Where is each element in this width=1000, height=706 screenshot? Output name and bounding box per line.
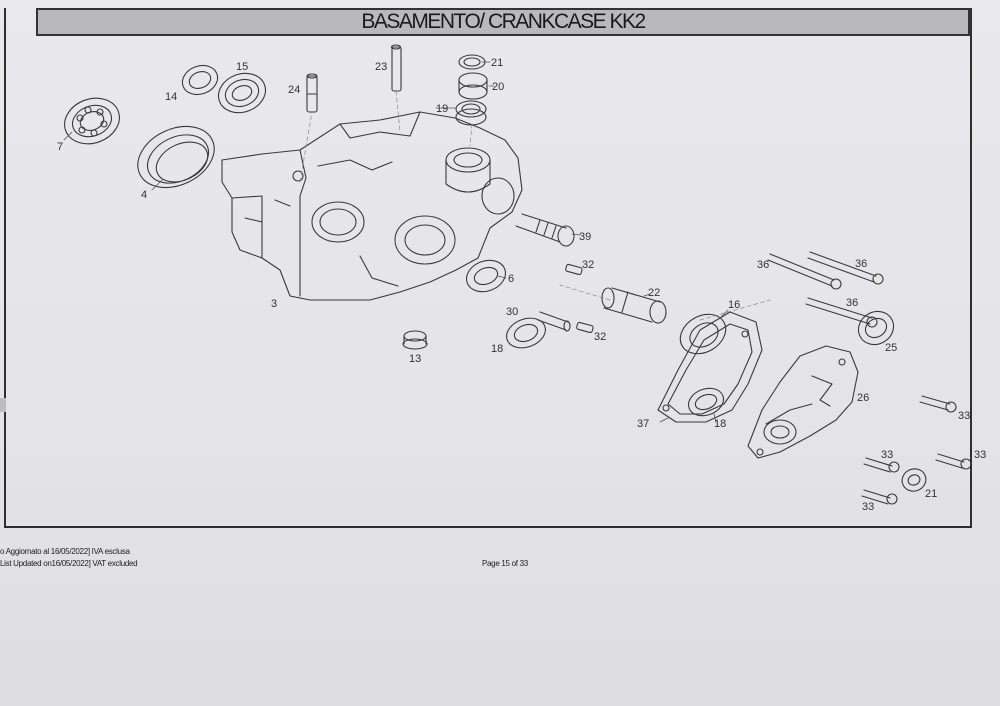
page-number: Page 15 of 33	[482, 559, 528, 568]
callout-16: 16	[728, 299, 740, 311]
callout-19: 19	[436, 103, 448, 115]
bearing-14-part	[181, 64, 219, 96]
screw-33d-part	[861, 489, 898, 505]
seal-18b-part	[687, 387, 725, 417]
bearing-7-part	[64, 97, 120, 145]
bush-22-part	[601, 287, 667, 324]
callout-32a: 32	[582, 259, 594, 271]
seal-16-part	[679, 313, 727, 355]
callout-32b: 32	[594, 331, 606, 343]
crankcase-3-part	[221, 111, 523, 301]
title-bar: BASAMENTO/ CRANKCASE KK2	[36, 8, 970, 36]
dowel-24-part	[306, 73, 318, 113]
bolt-36c-part	[805, 297, 878, 328]
seal-25-part	[857, 310, 895, 346]
bush-20-part	[458, 72, 488, 100]
callout-4: 4	[141, 189, 147, 201]
callout-21b: 21	[925, 488, 937, 500]
plug-13-part	[402, 330, 428, 350]
callout-18a: 18	[491, 343, 503, 355]
callout-18b: 18	[714, 418, 726, 430]
callout-7: 7	[57, 141, 63, 153]
bearing-19-part	[455, 100, 487, 126]
screw-33b-part	[863, 457, 900, 473]
cover-26-part	[747, 345, 859, 459]
callout-36a: 36	[757, 259, 769, 271]
screw-33c-part	[935, 453, 972, 470]
callout-25: 25	[885, 342, 897, 354]
callout-33d: 33	[862, 501, 874, 513]
callout-13: 13	[409, 353, 421, 365]
drawing-frame	[4, 8, 972, 528]
seal-21b-part	[901, 468, 927, 492]
callout-22: 22	[648, 287, 660, 299]
page-title: BASAMENTO/ CRANKCASE KK2	[361, 10, 646, 33]
gasket-37-part	[657, 311, 763, 423]
pin-23-part	[390, 44, 402, 92]
screw-33a-part	[919, 395, 957, 413]
shaft-39-part	[515, 213, 575, 247]
seal-4-part	[137, 125, 215, 189]
callout-39: 39	[579, 231, 591, 243]
pin-32b-part	[576, 321, 594, 334]
bolt-36a-part	[767, 253, 842, 290]
callout-24: 24	[288, 84, 300, 96]
binder-tab	[0, 398, 6, 412]
pin-32a-part	[565, 263, 583, 276]
footer-updated-it: o Aggiornato al 16/05/2022] IVA esclusa	[0, 547, 130, 556]
callout-23: 23	[375, 61, 387, 73]
callout-20: 20	[492, 81, 504, 93]
callout-33a: 33	[958, 410, 970, 422]
callout-3: 3	[271, 298, 277, 310]
callout-36c: 36	[846, 297, 858, 309]
callout-37: 37	[637, 418, 649, 430]
bearing-15-part	[217, 72, 267, 114]
seal-6-part	[465, 259, 507, 293]
callout-26: 26	[857, 392, 869, 404]
callout-30: 30	[506, 306, 518, 318]
callout-15: 15	[236, 61, 248, 73]
footer-updated-en: List Updated on16/05/2022] VAT excluded	[0, 559, 138, 568]
callout-33c: 33	[974, 449, 986, 461]
pin-30-part	[537, 311, 571, 332]
callout-6: 6	[508, 273, 514, 285]
ring-21-part	[458, 54, 486, 70]
callout-21a: 21	[491, 57, 503, 69]
bolt-36b-part	[807, 251, 884, 285]
callout-labels: 3 4 6 7 13 14 15 16 18 18 19 20 21 21 22…	[57, 57, 986, 513]
callout-33b: 33	[881, 449, 893, 461]
seal-18a-part	[506, 317, 546, 349]
callout-36b: 36	[855, 258, 867, 270]
callout-14: 14	[165, 91, 177, 103]
